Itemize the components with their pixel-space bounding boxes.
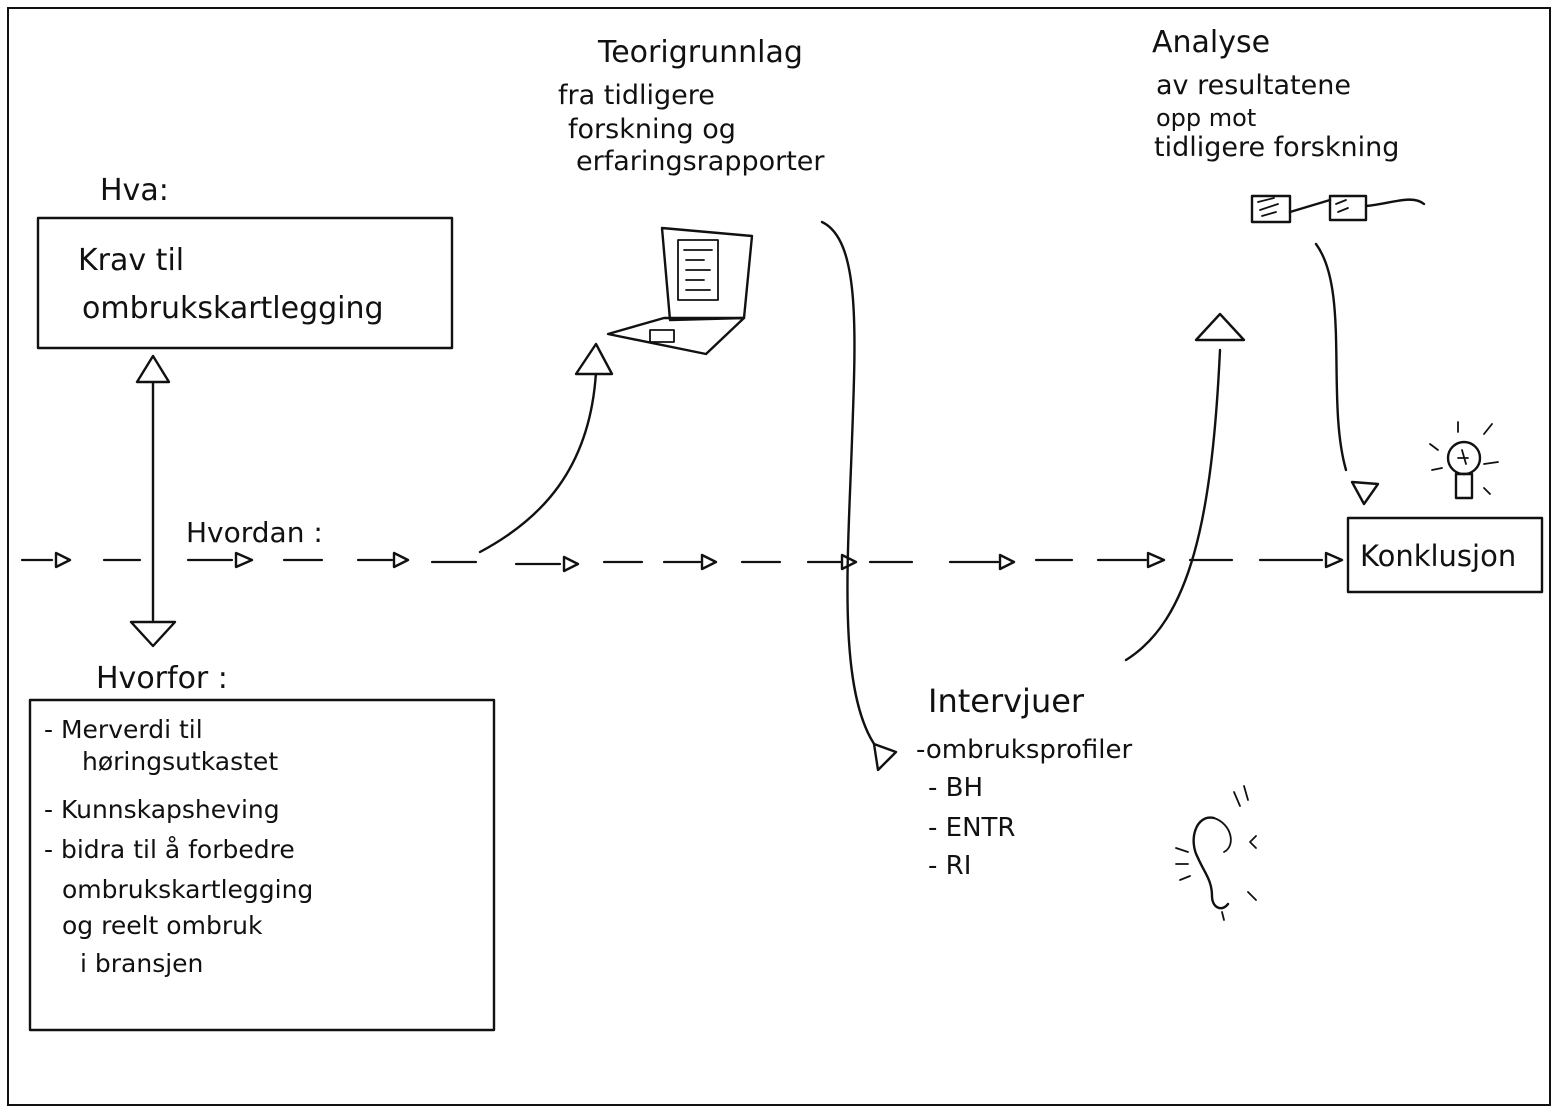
- ear-icon: [1175, 785, 1257, 921]
- main-dashed-timeline: [20, 551, 1344, 573]
- hvordan-label: Hvordan :: [186, 516, 323, 549]
- teori-to-intervjuer-arrow: [820, 220, 898, 772]
- teori-line: erfaringsrapporter: [576, 146, 825, 177]
- hva-box-line1: Krav til: [78, 243, 184, 278]
- analyse-line: av resultatene: [1156, 70, 1351, 101]
- hva-heading: Hva:: [100, 173, 169, 208]
- hvorfor-item: - Kunnskapsheving: [44, 795, 280, 824]
- intervjuer-to-analyse-arrow: [1124, 312, 1246, 662]
- hvorfor-heading: Hvorfor :: [96, 661, 228, 696]
- teori-title: Teorigrunnlag: [597, 35, 803, 70]
- analyse-line: opp mot: [1156, 104, 1256, 132]
- hva-hvorfor-arrow: [129, 354, 177, 648]
- teori-line: fra tidligere: [558, 80, 715, 111]
- hva-box: [36, 216, 454, 350]
- intervjuer-title: Intervjuer: [928, 682, 1085, 720]
- intervjuer-item: - ENTR: [928, 813, 1015, 843]
- lightbulb-icon: [1429, 421, 1499, 500]
- hvorfor-item: og reelt ombruk: [62, 911, 263, 940]
- konklusjon-label: Konklusjon: [1360, 539, 1516, 573]
- laptop-icon: [606, 226, 754, 356]
- teori-line: forskning og: [568, 114, 736, 145]
- hvorfor-item: - Merverdi til: [44, 715, 203, 744]
- analyse-title: Analyse: [1152, 25, 1270, 60]
- hvorfor-item: ombrukskartlegging: [62, 875, 313, 904]
- intervjuer-item: - BH: [928, 773, 983, 803]
- teori-arrow: [478, 342, 614, 554]
- analyse-line: tidligere forskning: [1154, 132, 1399, 163]
- outer-frame: [7, 7, 1551, 1106]
- hvorfor-item: i bransjen: [80, 949, 203, 978]
- hvorfor-box: [28, 698, 496, 1032]
- hvorfor-item: - bidra til å forbedre: [44, 835, 295, 864]
- intervjuer-item: -ombruksprofiler: [916, 735, 1132, 765]
- intervjuer-item: - RI: [928, 851, 971, 881]
- analyse-to-konklusjon-arrow: [1314, 242, 1380, 506]
- hva-box-line2: ombrukskartlegging: [82, 291, 384, 326]
- konklusjon-box: [1346, 516, 1544, 594]
- chart-boxes-icon: [1250, 194, 1426, 224]
- hvorfor-item: høringsutkastet: [82, 747, 278, 776]
